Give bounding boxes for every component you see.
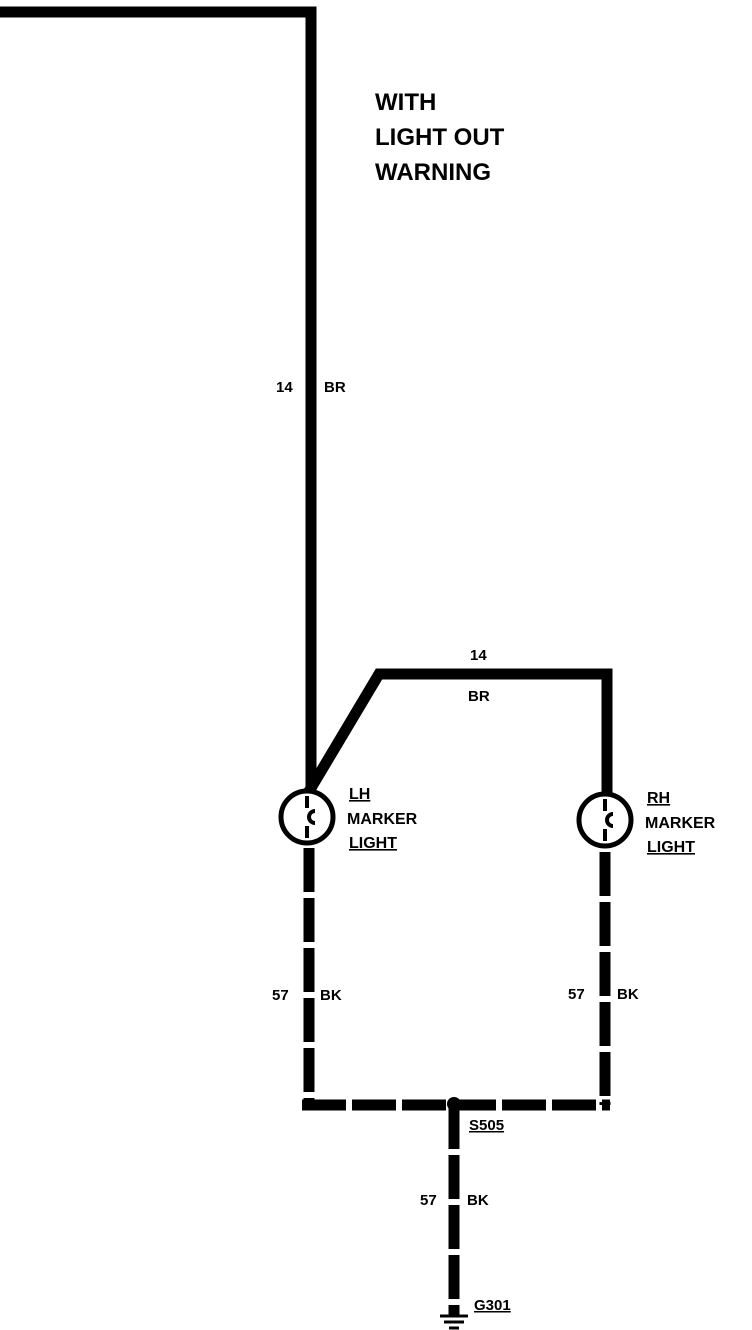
rh-marker-light-symbol: [576, 791, 634, 849]
main-feed-wire: [0, 6, 317, 794]
lh-ground-gauge: 57: [272, 987, 289, 1004]
main-feed-color: BR: [324, 379, 346, 396]
note-line-3: WARNING: [375, 159, 491, 186]
lh-marker-label-2: MARKER: [347, 811, 418, 828]
rh-ground-gauge: 57: [568, 986, 585, 1003]
splice-ground-gauge: 57: [420, 1192, 437, 1209]
rh-marker-label-1: RH: [647, 790, 670, 807]
lh-marker-light-symbol: [278, 788, 336, 846]
splice-ground-color: BK: [467, 1192, 489, 1209]
ground-symbol: [440, 1314, 468, 1330]
rh-marker-label-2: MARKER: [645, 815, 716, 832]
note-line-2: LIGHT OUT: [375, 124, 505, 151]
cross-feed-wire: [303, 668, 613, 798]
lh-marker-label-1: LH: [349, 786, 370, 803]
rh-marker-label-3: LIGHT: [647, 839, 695, 856]
lh-ground-color: BK: [320, 987, 342, 1004]
cross-feed-gauge: 14: [470, 647, 487, 664]
splice-id: S505: [469, 1117, 504, 1134]
ground-id: G301: [474, 1297, 511, 1314]
rh-ground-color: BK: [617, 986, 639, 1003]
note-line-1: WITH: [375, 89, 436, 116]
cross-feed-color: BR: [468, 688, 490, 705]
lh-marker-label-3: LIGHT: [349, 835, 397, 852]
main-feed-gauge: 14: [276, 379, 293, 396]
splice-dot: [447, 1097, 461, 1111]
